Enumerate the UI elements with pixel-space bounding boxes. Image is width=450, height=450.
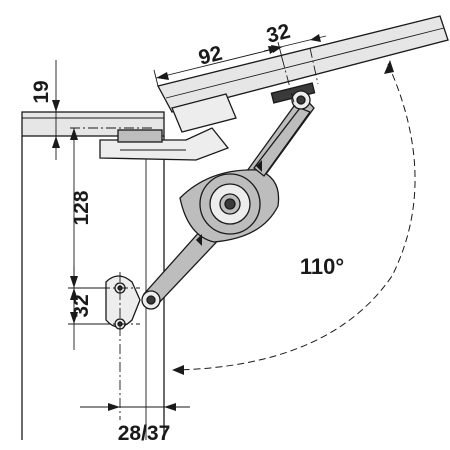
stay-mechanism bbox=[141, 90, 315, 310]
arm-reach-ext-right bbox=[277, 41, 283, 59]
dimension-arm-reach: 92 bbox=[153, 41, 283, 87]
dimension-hinge-height: 128 bbox=[68, 128, 104, 289]
hole-spacing-arrow-top bbox=[70, 288, 78, 300]
arm-marker-lower bbox=[196, 234, 202, 246]
arm-reach-label: 92 bbox=[196, 42, 224, 70]
dimension-lid-mount-offset: 32 bbox=[263, 20, 327, 53]
mount-offset-label: 32 bbox=[264, 20, 292, 48]
centre-lines bbox=[70, 47, 319, 420]
upper-pivot-pin bbox=[296, 95, 306, 105]
hinge-mount-cap bbox=[117, 129, 163, 143]
lid-mount-centre-line-a bbox=[281, 57, 297, 111]
mount-offset-arrow-right bbox=[310, 34, 321, 42]
mounting-plate bbox=[105, 275, 141, 330]
lower-pivot-pin bbox=[146, 295, 156, 305]
arm-marker-upper bbox=[256, 160, 262, 172]
lid-thickness-arrow-top bbox=[52, 100, 60, 112]
angle-arc-arrow-bottom bbox=[172, 365, 184, 375]
hole-spacing-arrow-bottom bbox=[70, 312, 78, 324]
dimension-plate-hole-spacing: 32 bbox=[68, 266, 104, 350]
arm-reach-arrow-left bbox=[156, 72, 169, 80]
lid-bracket bbox=[171, 82, 316, 133]
hinge-mount-body bbox=[99, 127, 230, 161]
cabinet bbox=[21, 111, 165, 440]
setback-arrow-left bbox=[108, 403, 120, 411]
lid-flap bbox=[157, 15, 449, 113]
hinge-height-label: 128 bbox=[70, 190, 93, 225]
setback-label: 28/37 bbox=[118, 422, 171, 445]
hole-spacing-label: 32 bbox=[70, 294, 93, 317]
angle-arc-arrow-top bbox=[384, 60, 394, 74]
lid-panel bbox=[157, 15, 449, 113]
dimension-lid-thickness: 19 bbox=[30, 60, 60, 160]
lid-bracket-body bbox=[171, 93, 237, 133]
opening-angle-label: 110° bbox=[300, 254, 344, 279]
cabinet-hinge-mount bbox=[99, 127, 230, 161]
dimension-side-setback: 28/37 bbox=[80, 403, 190, 445]
mount-offset-arrow-left bbox=[271, 45, 282, 53]
opening-angle-arc bbox=[175, 63, 416, 371]
arm-reach-dim-line bbox=[155, 46, 283, 79]
pivot-bolt bbox=[224, 198, 236, 210]
setback-arrow-right bbox=[164, 403, 176, 411]
housing-upper-rib bbox=[253, 107, 312, 177]
opening-angle-indicator: 110° bbox=[172, 60, 416, 375]
cabinet-top-panel bbox=[21, 111, 165, 137]
lid-thickness-label: 19 bbox=[30, 80, 53, 103]
lid-surface-line bbox=[165, 27, 445, 99]
lid-mount-centre-line-b bbox=[309, 47, 319, 85]
lid-thickness-arrow-bottom bbox=[52, 136, 60, 148]
hinge-height-arrow-top bbox=[70, 128, 78, 140]
